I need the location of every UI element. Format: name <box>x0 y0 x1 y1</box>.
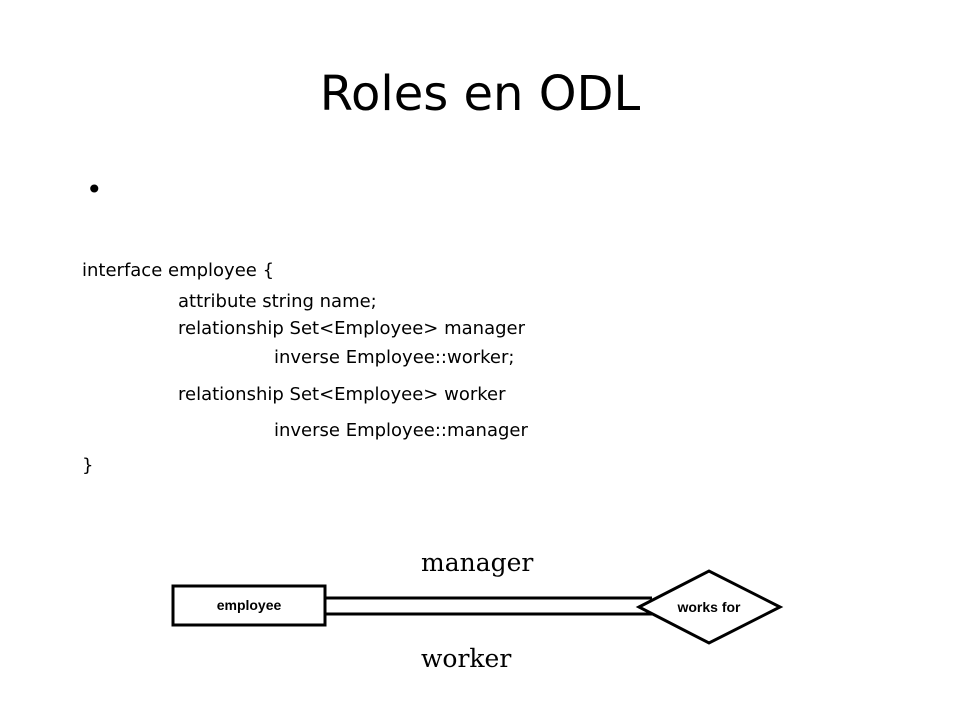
code-line-inverse-worker: inverse Employee::worker; <box>274 347 515 368</box>
role-label-worker: worker <box>421 644 512 673</box>
entity-label: employee <box>217 597 282 613</box>
relationship-label: works for <box>676 599 741 615</box>
entity-box <box>171 584 327 627</box>
code-line-relationship-manager: relationship Set<Employee> manager <box>178 318 526 339</box>
bullet-point: • <box>86 173 103 206</box>
code-line-attribute: attribute string name; <box>178 291 377 312</box>
slide-title: Roles en ODL <box>319 66 641 122</box>
code-line-inverse-manager: inverse Employee::manager <box>274 420 528 441</box>
code-line-relationship-worker: relationship Set<Employee> worker <box>178 384 506 405</box>
code-line-interface: interface employee { <box>82 260 275 281</box>
role-label-manager: manager <box>421 548 534 577</box>
relationship-diamond <box>635 569 784 645</box>
code-line-closing-brace: } <box>82 455 94 476</box>
